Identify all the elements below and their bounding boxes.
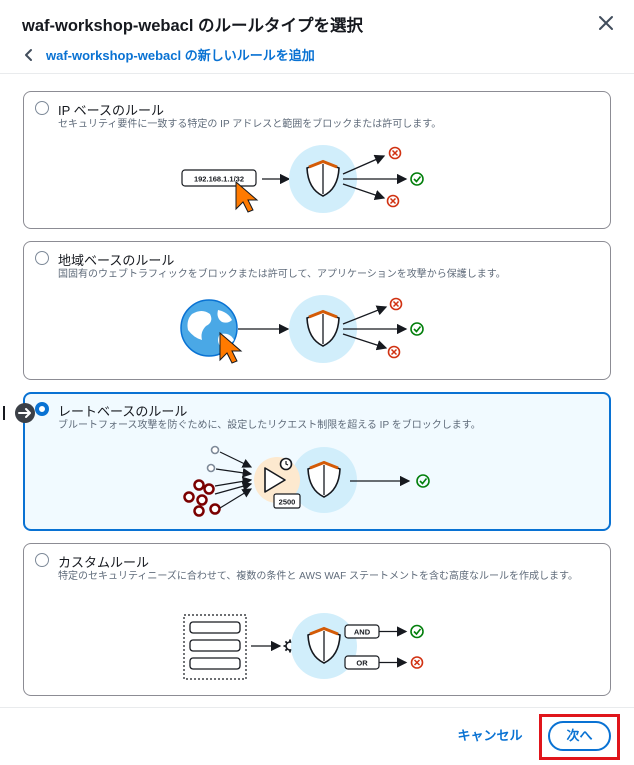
close-icon[interactable] xyxy=(596,13,616,33)
rule-type-card-geo[interactable]: 地域ベースのルール 国固有のウェブトラフィックをブロックまたは許可して、アプリケ… xyxy=(23,241,611,380)
pointer-cursor-icon xyxy=(219,331,243,364)
block-icon xyxy=(387,345,401,359)
block-icon xyxy=(410,656,424,669)
arrow-cursor-icon xyxy=(15,403,35,423)
radio-custom[interactable] xyxy=(35,553,49,567)
cancel-button[interactable]: キャンセル xyxy=(457,728,523,743)
request-dots-icon xyxy=(183,445,221,517)
back-link-label: waf-workshop-webacl の新しいルールを追加 xyxy=(46,48,315,63)
radio-rate[interactable] xyxy=(35,402,49,416)
modal-footer: キャンセル 次へ xyxy=(0,707,634,765)
rule-type-card-custom[interactable]: カスタムルール 特定のセキュリティニーズに合わせて、複数の条件と AWS WAF… xyxy=(23,543,611,696)
next-button-highlight xyxy=(539,714,620,760)
throttle-icon xyxy=(264,467,286,493)
ip-rule-illustration: 192.168.1.1/32 xyxy=(181,145,424,213)
allow-icon xyxy=(410,172,424,186)
custom-rule-illustration: AND OR xyxy=(183,613,424,680)
next-button[interactable]: 次へ xyxy=(548,721,611,751)
card-title-rate: レートベースのルール xyxy=(58,404,188,419)
card-description-geo: 国固有のウェブトラフィックをブロックまたは許可して、アプリケーションを攻撃から保… xyxy=(58,269,506,280)
or-label: OR xyxy=(356,659,368,668)
card-description-ip: セキュリティ要件に一致する特定の IP アドレスと範囲をブロックまたは許可します… xyxy=(58,119,442,130)
chevron-left-icon xyxy=(25,48,32,61)
radio-ip[interactable] xyxy=(35,101,49,115)
allow-icon xyxy=(410,624,424,639)
card-title-geo: 地域ベースのルール xyxy=(58,253,175,268)
block-icon xyxy=(386,194,400,208)
block-icon xyxy=(389,297,403,311)
allow-icon xyxy=(410,322,424,336)
and-label: AND xyxy=(354,628,371,637)
rule-type-card-rate[interactable]: レートベースのルール ブルートフォース攻撃を防ぐために、設定したリクエスト制限を… xyxy=(23,392,611,531)
allow-icon xyxy=(416,474,430,488)
rate-rule-illustration: 2500 xyxy=(183,445,430,517)
modal-title: waf-workshop-webacl のルールタイプを選択 xyxy=(22,17,364,35)
ip-address-label: 192.168.1.1/32 xyxy=(194,175,244,184)
radio-geo[interactable] xyxy=(35,251,49,265)
pointer-cursor-icon xyxy=(235,180,259,213)
rate-limit-label: 2500 xyxy=(279,498,296,507)
card-title-ip: IP ベースのルール xyxy=(58,103,165,118)
clock-icon xyxy=(279,457,293,471)
back-link[interactable]: waf-workshop-webacl の新しいルールを追加 xyxy=(22,45,315,64)
block-icon xyxy=(388,146,402,160)
modal-header: waf-workshop-webacl のルールタイプを選択 waf-works… xyxy=(0,0,634,74)
geo-rule-illustration xyxy=(180,295,424,364)
text-caret xyxy=(3,406,5,420)
rule-type-card-ip[interactable]: IP ベースのルール セキュリティ要件に一致する特定の IP アドレスと範囲をブ… xyxy=(23,91,611,229)
card-description-rate: ブルートフォース攻撃を防ぐために、設定したリクエスト制限を超える IP をブロッ… xyxy=(58,420,481,431)
statement-list-icon xyxy=(183,614,247,680)
card-title-custom: カスタムルール xyxy=(58,555,150,570)
card-description-custom: 特定のセキュリティニーズに合わせて、複数の条件と AWS WAF ステートメント… xyxy=(58,571,578,582)
